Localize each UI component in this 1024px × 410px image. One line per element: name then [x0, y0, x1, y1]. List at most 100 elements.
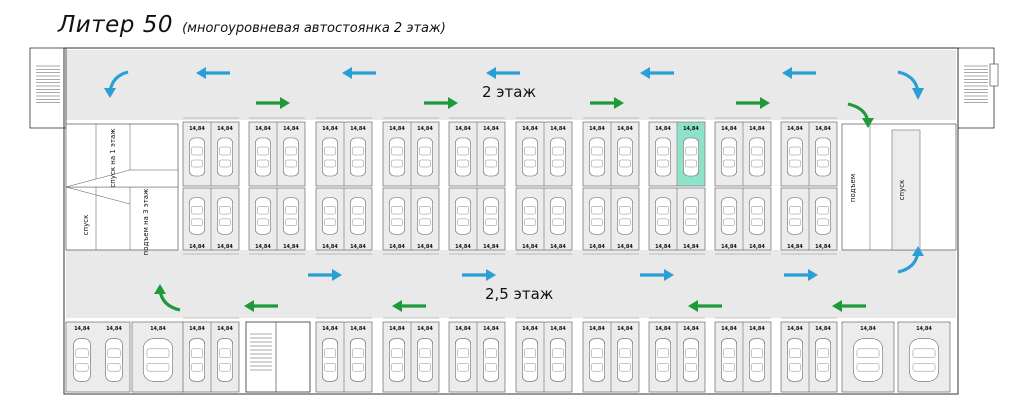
parking-spot[interactable]: 14,84	[189, 126, 205, 177]
car-icon	[483, 137, 499, 177]
spot-area-label: 14,84	[787, 244, 803, 250]
parking-spot[interactable]: 14,84	[417, 326, 433, 382]
parking-spot[interactable]: 14,84	[189, 326, 205, 382]
parking-spot[interactable]: 14,84	[483, 326, 499, 382]
parking-spot[interactable]: 14,84	[815, 326, 831, 382]
parking-spot[interactable]: 14,84	[350, 197, 366, 250]
parking-pair: 14,84 14,84	[182, 187, 240, 255]
ramp-label-down-to-1: спуск на 1 этаж	[109, 128, 117, 188]
parking-spot[interactable]: 14,84	[787, 126, 803, 177]
parking-spot[interactable]: 14,84	[617, 197, 633, 250]
parking-spot[interactable]: 14,84	[683, 197, 699, 250]
parking-spot[interactable]: 14,84	[283, 126, 299, 177]
parking-spot[interactable]: 14,84	[255, 197, 271, 250]
parking-spot[interactable]: 14,84	[105, 326, 123, 382]
car-icon	[787, 338, 803, 382]
parking-spot[interactable]: 14,84	[655, 326, 671, 382]
car-icon	[749, 338, 765, 382]
spot-area-label: 14,84	[455, 326, 471, 332]
parking-spot[interactable]: 14,84	[322, 326, 338, 382]
parking-spot[interactable]: 14,84	[589, 326, 605, 382]
parking-spot[interactable]: 14,84	[787, 197, 803, 250]
car-icon	[350, 197, 366, 235]
right-annex	[957, 47, 995, 129]
parking-spot[interactable]: 14,84	[455, 126, 471, 177]
spot-area-label: 14,84	[255, 244, 271, 250]
car-icon	[389, 338, 405, 382]
car-icon	[217, 197, 233, 235]
car-icon	[189, 338, 205, 382]
parking-spot[interactable]: 14,84	[749, 126, 765, 177]
parking-pair: 14,84 14,84	[582, 117, 640, 187]
parking-spot[interactable]: 14,84	[550, 326, 566, 382]
parking-spot[interactable]: 14,84	[483, 197, 499, 250]
parking-spot[interactable]: 14,84	[749, 326, 765, 382]
parking-spot[interactable]: 14,84	[389, 126, 405, 177]
parking-spot[interactable]: 14,84	[217, 326, 233, 382]
parking-spot[interactable]: 14,84	[683, 326, 699, 382]
plan-subtitle: (многоуровневая автостоянка 2 этаж)	[182, 21, 446, 36]
parking-spot[interactable]: 14,84	[255, 126, 271, 177]
parking-spot[interactable]: 14,84	[389, 326, 405, 382]
parking-spot[interactable]: 14,84	[617, 126, 633, 177]
parking-spot[interactable]: 14,84	[589, 197, 605, 250]
parking-spot[interactable]: 14,84	[217, 197, 233, 250]
parking-spot[interactable]: 14,84	[617, 326, 633, 382]
parking-spot[interactable]: 14,84	[852, 326, 884, 382]
parking-spot[interactable]: 14,84	[522, 126, 538, 177]
parking-spot[interactable]: 14,84	[322, 126, 338, 177]
parking-spot[interactable]: 14,84	[589, 126, 605, 177]
parking-spot[interactable]: 14,84	[522, 326, 538, 382]
parking-pair: 14,84 14,84	[582, 187, 640, 255]
arrow-right-icon	[640, 269, 674, 281]
parking-spot[interactable]: 14,84	[721, 126, 737, 177]
parking-spot[interactable]: 14,84	[749, 197, 765, 250]
parking-spot[interactable]: 14,84	[655, 126, 671, 177]
parking-spot[interactable]: 14,84	[417, 197, 433, 250]
plan-title: Литер 50 (многоуровневая автостоянка 2 э…	[58, 12, 446, 38]
parking-spot[interactable]: 14,84	[322, 197, 338, 250]
parking-spot[interactable]: 14,84	[283, 197, 299, 250]
car-icon	[189, 197, 205, 235]
parking-spot[interactable]: 14,84	[350, 126, 366, 177]
parking-spot[interactable]: 14,84	[73, 326, 91, 382]
parking-pair: 14,84 14,84	[714, 187, 772, 255]
parking-spot[interactable]: 14,84	[189, 197, 205, 250]
parking-spot[interactable]: 14,84	[455, 197, 471, 250]
spot-area-label: 14,84	[217, 326, 233, 332]
arrow-right-icon	[424, 97, 458, 109]
parking-spot[interactable]: 14,84	[550, 197, 566, 250]
parking-spot[interactable]: 14,84	[350, 326, 366, 382]
parking-spot[interactable]: 14,84	[655, 197, 671, 250]
car-icon	[283, 197, 299, 235]
parking-spot[interactable]: 14,84	[787, 326, 803, 382]
parking-spot[interactable]: 14,84	[455, 326, 471, 382]
parking-spot[interactable]: 14,84	[721, 197, 737, 250]
car-icon	[389, 197, 405, 235]
spot-area-label: 14,84	[483, 326, 499, 332]
turn-arrow-icon	[897, 246, 924, 274]
parking-spot[interactable]: 14,84	[483, 126, 499, 177]
parking-spot[interactable]: 14,84	[522, 197, 538, 250]
car-icon	[683, 137, 699, 177]
car-icon	[522, 137, 538, 177]
parking-pair: 14,84 14,84	[382, 117, 440, 187]
parking-pair: 14,84 14,84	[315, 317, 373, 393]
parking-spot[interactable]: 14,84	[815, 126, 831, 177]
ramp-label-down: спуск	[82, 215, 90, 236]
car-icon	[749, 197, 765, 235]
parking-spot[interactable]: 14,84	[908, 326, 940, 382]
parking-spot[interactable]: 14,84	[677, 122, 705, 186]
spot-area-label: 14,84	[721, 126, 737, 132]
parking-spot[interactable]: 14,84	[389, 197, 405, 250]
parking-spot[interactable]: 14,84	[142, 326, 174, 382]
parking-spot[interactable]: 14,84	[815, 197, 831, 250]
parking-spot[interactable]: 14,84	[550, 126, 566, 177]
parking-spot[interactable]: 14,84	[417, 126, 433, 177]
parking-spot[interactable]: 14,84	[217, 126, 233, 177]
spot-area-label: 14,84	[217, 244, 233, 250]
parking-spot[interactable]: 14,84	[721, 326, 737, 382]
spot-area-label: 14,84	[721, 244, 737, 250]
car-icon	[683, 338, 699, 382]
spot-area-label: 14,84	[683, 326, 699, 332]
